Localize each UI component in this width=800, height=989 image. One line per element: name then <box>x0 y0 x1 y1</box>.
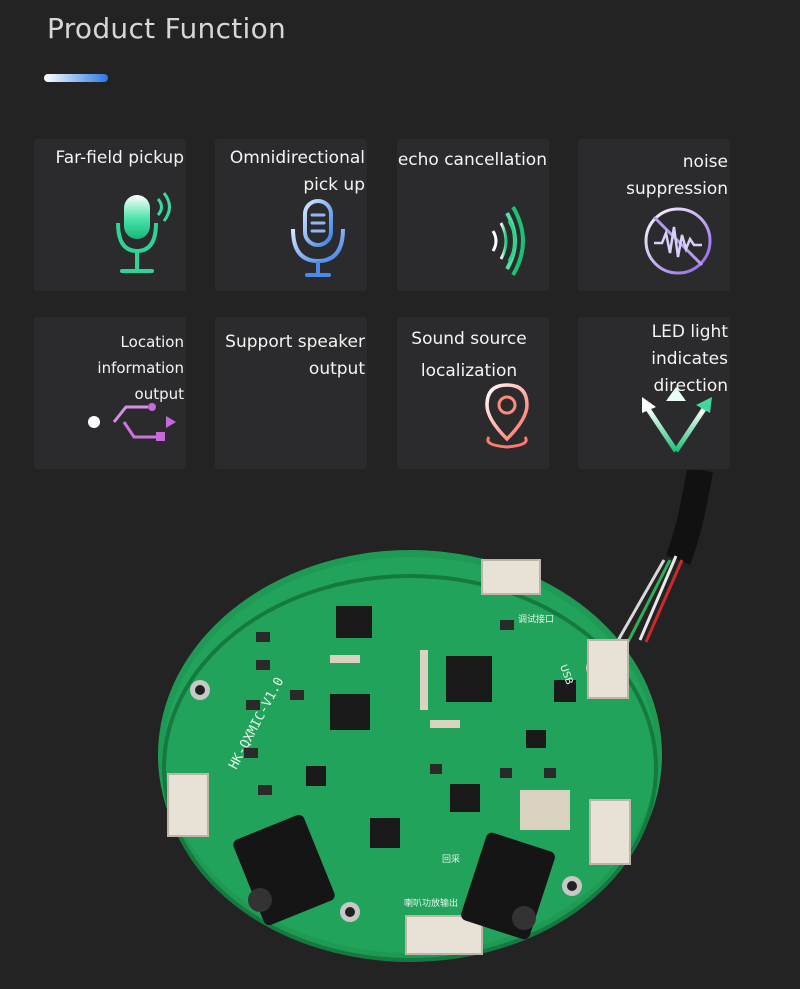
feature-label: echo cancellation <box>397 150 547 170</box>
feature-card-speaker-output: Support speaker output <box>215 317 367 469</box>
feature-card-led-direction: LED light indicates direction <box>578 317 730 469</box>
feature-card-sound-source: Sound source localization <box>397 317 549 469</box>
pcb-echo-label: 回采 <box>442 854 460 865</box>
feature-label: Omnidirectional pick up <box>229 148 365 195</box>
feature-card-location-output: Location information output <box>34 317 186 469</box>
feature-label: noise suppression <box>626 152 728 199</box>
pcb-debug-label: 调试接口 <box>518 613 554 625</box>
title-underline <box>44 74 108 82</box>
feature-label: LED light indicates direction <box>651 322 728 396</box>
feature-label: Support speaker output <box>225 332 365 379</box>
noise-suppression-icon <box>644 207 712 275</box>
feature-card-echo: echo cancellation <box>397 139 549 291</box>
location-pin-icon <box>485 383 529 449</box>
feature-label: Sound source localization <box>411 329 527 381</box>
usb-icon <box>88 403 176 441</box>
page-title: Product Function <box>47 12 287 45</box>
microphone-wave-icon <box>116 192 171 273</box>
microphone-icon <box>291 199 345 277</box>
echo-waves-icon <box>491 205 525 277</box>
sound-wave-icon <box>269 401 357 447</box>
feature-label: Location information output <box>97 333 184 403</box>
feature-card-far-field: Far-field pickup <box>34 139 186 291</box>
direction-arrows-icon <box>642 387 712 453</box>
pcb-speaker-label: 喇叭功放输出 <box>404 897 458 909</box>
feature-card-omnidirectional: Omnidirectional pick up <box>215 139 367 291</box>
feature-label: Far-field pickup <box>55 148 184 168</box>
feature-card-noise: noise suppression <box>578 139 730 291</box>
pcb-board-image: HK-QXMIC-V1.0 调试接口 喇叭功放输出 USB 回采 <box>158 470 713 962</box>
